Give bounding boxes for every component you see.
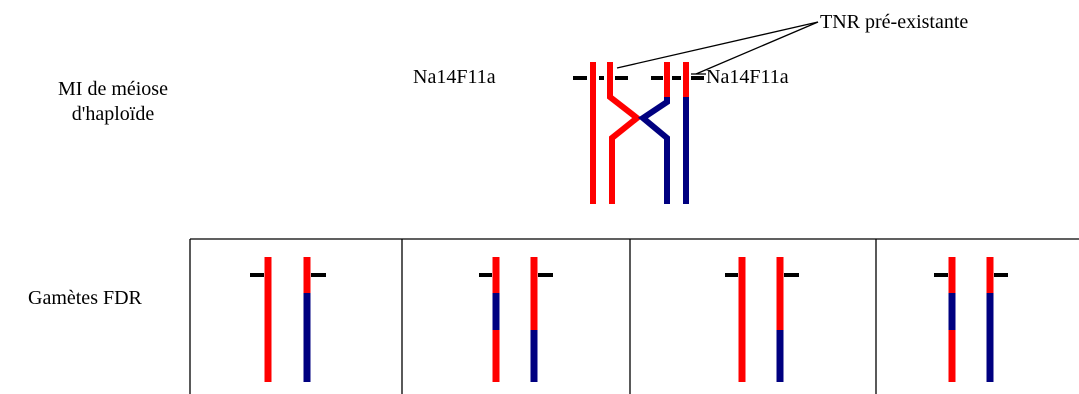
tnr-pointer-lines (616, 21, 819, 75)
chromatid-blue-inner (637, 62, 670, 204)
gametes-label: Gamètes FDR (28, 287, 142, 309)
marker-label-left: Na14F11a (413, 66, 496, 88)
marker-label-right: Na14F11a (706, 66, 789, 88)
gamete-1 (250, 257, 326, 382)
gamete-table (189, 238, 1079, 394)
chromatid-red-inner (607, 62, 642, 204)
tnr-label: TNR pré-existante (820, 11, 969, 33)
meiosis-label-line2: d'haploïde (71, 103, 155, 125)
gamete-2 (479, 257, 553, 382)
crossover-chromosomes (590, 62, 689, 204)
meiosis-label-line1: MI de méiose (58, 78, 168, 100)
gamete-3 (725, 257, 799, 382)
gamete-4 (934, 257, 1008, 382)
